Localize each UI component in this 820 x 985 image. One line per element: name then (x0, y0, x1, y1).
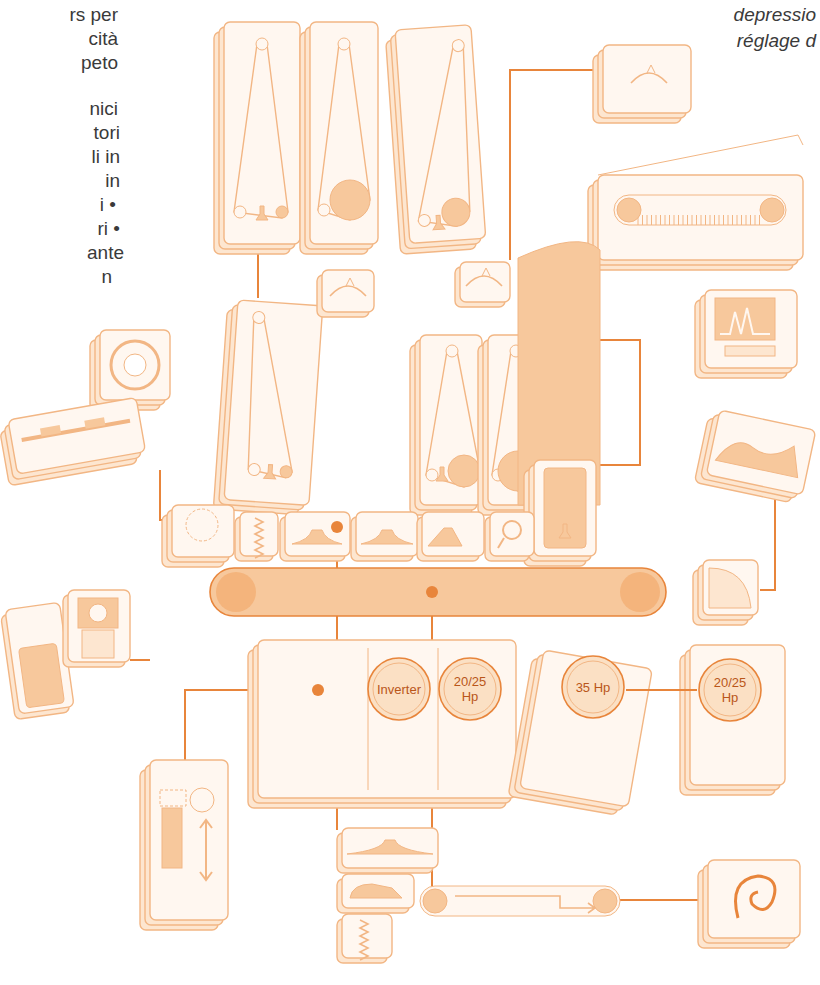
leader-line (620, 899, 705, 901)
icon-card (693, 560, 758, 625)
leader-line (130, 659, 150, 661)
leader-dot (331, 521, 343, 533)
brochure-text: in (105, 170, 120, 192)
icon-card (455, 262, 510, 307)
side-text: depressio (734, 4, 816, 26)
icon-card (140, 760, 228, 930)
connector (626, 689, 697, 691)
icon-card (337, 914, 392, 963)
motor-badge: 20/25 Hp (697, 657, 763, 723)
icon-card (214, 22, 300, 254)
icon-card (695, 290, 797, 378)
icon-card (248, 640, 516, 808)
icon-card (410, 335, 482, 515)
motor-label: 20/25 Hp (707, 675, 753, 705)
icon-card (698, 860, 800, 948)
icon-card (213, 299, 322, 515)
brochure-text: cità (88, 28, 118, 50)
brochure-text: peto (81, 52, 118, 74)
brochure-text: rs per (69, 4, 118, 26)
motor-badge: 20/25 Hp (437, 656, 503, 722)
icon-card (337, 828, 438, 873)
icon-card (385, 25, 486, 254)
leader-dot (426, 586, 438, 598)
icon-card (485, 512, 534, 561)
leader-line (510, 70, 600, 260)
motor-label: 35 Hp (570, 680, 616, 695)
motor-badge: 35 Hp (560, 654, 626, 720)
icon-card (508, 648, 652, 817)
motor-label: 20/25 Hp (447, 674, 493, 704)
icon-card (417, 512, 484, 561)
icon-card (680, 645, 785, 795)
side-text: réglage d (737, 30, 816, 52)
brochure-text: tori (94, 122, 120, 144)
motor-badge: Inverter (366, 656, 432, 722)
icon-card (588, 135, 803, 270)
icon-card (317, 270, 374, 317)
brochure-text: li in (91, 146, 120, 168)
brochure-text: n (101, 266, 112, 288)
icon-card (300, 22, 378, 254)
icon-card (337, 874, 414, 913)
brochure-text: ante (87, 242, 124, 264)
icon-card (524, 460, 596, 566)
icon-card (351, 512, 418, 561)
icon-card (0, 397, 147, 485)
motor-label: Inverter (376, 682, 422, 697)
icon-card (63, 590, 130, 667)
brochure-text: i • (100, 194, 116, 216)
icon-card (280, 512, 350, 561)
leader-dot (312, 684, 324, 696)
main-conveyor (210, 568, 666, 616)
brochure-text: ri • (98, 218, 120, 240)
brochure-text: nici (89, 98, 118, 120)
icon-card (694, 408, 815, 505)
icon-card (593, 45, 691, 123)
icon-card (162, 505, 234, 567)
icon-card (235, 512, 278, 561)
